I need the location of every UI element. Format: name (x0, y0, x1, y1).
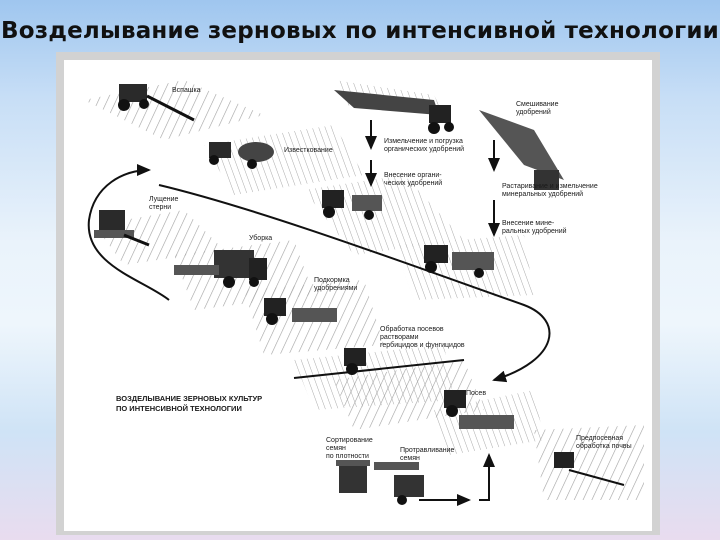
label-vnesenie-org-2: ческих удобрений (384, 179, 442, 187)
machine-seed-sorter (336, 460, 370, 493)
label-obrabotka-1: Обработка посевов (380, 325, 444, 333)
label-lushchenie-2: стерни (149, 204, 171, 211)
label-smeshivanie-1: Смешивание (516, 101, 559, 108)
machine-seedbed-cultivator (554, 452, 625, 486)
machine-stubble-cultivator (94, 210, 150, 247)
label-izvestkovanie: Известкование (284, 147, 333, 154)
machine-top-dressing (264, 298, 337, 325)
label-uborka: Уборка (249, 234, 272, 242)
machine-sprayer (293, 348, 465, 379)
cycle-arrows (87, 120, 551, 506)
machine-seeder (444, 390, 514, 429)
label-sortirovanie-1: Сортирование (326, 437, 373, 444)
label-vnesenie-min-2: ральных удобрений (502, 227, 567, 235)
label-podkormka-2: удобрениями (314, 284, 357, 292)
machine-mineral-spreader (424, 245, 494, 278)
label-obrabotka-2: растворами (380, 334, 419, 341)
label-protravlivanie-1: Протравливание (400, 447, 455, 454)
label-izmelchenie-1: Измельчение и погрузка (384, 138, 463, 145)
machine-organic-spreader (322, 190, 382, 220)
machine-lime-spreader (209, 142, 274, 169)
label-sortirovanie-2: семян (326, 445, 346, 452)
diagram-caption-line-2: ПО ИНТЕНСИВНОЙ ТЕХНОЛОГИИ (116, 404, 242, 413)
technology-scheme-diagram: Вспашка Известкование Лущение стерни Убо… (84, 80, 644, 506)
label-predposevnaya-1: Предпосевная (576, 435, 623, 442)
machine-seed-treater (374, 462, 424, 505)
machine-fertilizer-mixer (479, 110, 564, 190)
label-vnesenie-org-1: Внесение органи- (384, 172, 442, 179)
label-smeshivanie-2: удобрений (516, 108, 551, 116)
label-obrabotka-3: гербицидов и фунгицидов (380, 341, 465, 349)
label-rastarivanie-2: минеральных удобрений (502, 190, 583, 198)
label-protravlivanie-2: семян (400, 455, 420, 462)
label-predposevnaya-2: обработка почвы (576, 442, 632, 450)
label-vspashka: Вспашка (172, 87, 201, 94)
diagram-caption-line-1: ВОЗДЕЛЫВАНИЕ ЗЕРНОВЫХ КУЛЬТУР (116, 394, 262, 403)
label-lushchenie-1: Лущение (149, 196, 179, 203)
label-izmelchenie-2: органических удобрений (384, 145, 464, 153)
label-sortirovanie-3: по плотности (326, 453, 369, 460)
label-podkormka-1: Подкормка (314, 277, 350, 284)
machine-manure-loader (334, 90, 454, 134)
illustration-canvas: Вспашка Известкование Лущение стерни Убо… (64, 60, 652, 531)
label-vnesenie-min-1: Внесение мине- (502, 220, 555, 227)
label-rastarivanie-1: Растаривание и измельчение (502, 183, 598, 190)
label-posev: Посев (466, 390, 486, 397)
slide-title: Возделывание зерновых по интенсивной тех… (1, 18, 719, 44)
machine-combine-harvester (174, 250, 267, 288)
machine-plough-tractor (118, 84, 195, 122)
